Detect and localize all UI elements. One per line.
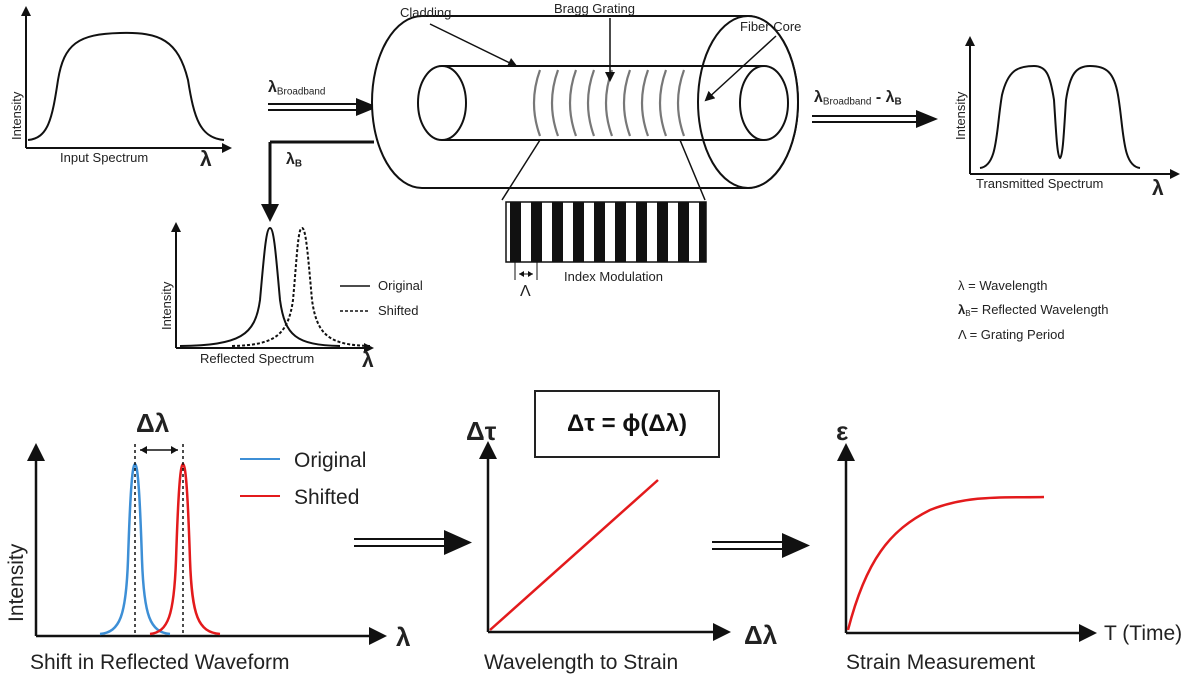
bragg-grating-label: Bragg Grating bbox=[554, 1, 635, 16]
reflected-original-curve bbox=[179, 226, 341, 347]
transmitted-spectrum-plot bbox=[965, 36, 1180, 179]
definition-reflected-wavelength: λB= Reflected Wavelength bbox=[958, 302, 1109, 318]
index-modulation bbox=[505, 201, 707, 280]
broadband-arrow bbox=[268, 98, 378, 116]
broadband-arrow-label: λBroadband bbox=[268, 79, 326, 98]
input-axis-x-label: Input Spectrum bbox=[60, 150, 149, 165]
measurement-caption: Strain Measurement bbox=[846, 651, 1036, 674]
strain-measurement-curve bbox=[846, 495, 1045, 631]
shift-plot bbox=[27, 443, 387, 645]
reflected-small-plot bbox=[171, 222, 374, 353]
shift-axis-y-label: Intensity bbox=[5, 543, 28, 622]
transmitted-spectrum-curve bbox=[979, 64, 1141, 169]
reflected-lambda-label: λ bbox=[362, 349, 374, 372]
reflected-arrow bbox=[261, 140, 374, 222]
shift-axis-x-label: λ bbox=[396, 622, 411, 652]
input-lambda-label: λ bbox=[200, 148, 212, 171]
shift-legend-shifted: Shifted bbox=[294, 486, 360, 509]
strain-plot bbox=[479, 441, 731, 641]
formula-box: Δτ = ϕ(Δλ) bbox=[534, 390, 720, 458]
reflected-arrow-label: λB bbox=[286, 151, 303, 170]
measurement-plot bbox=[837, 443, 1097, 642]
reflected-legend-original: Original bbox=[378, 278, 423, 293]
reflected-axis-x-label: Reflected Spectrum bbox=[200, 351, 315, 366]
flow-arrow-1 bbox=[354, 530, 472, 555]
fiber-core-label: Fiber Core bbox=[740, 19, 802, 34]
strain-axis-y-label: Δτ bbox=[466, 416, 497, 446]
input-axis-y-label: Intensity bbox=[9, 91, 24, 140]
cladding-pointer bbox=[429, 23, 518, 67]
shift-caption: Shift in Reflected Waveform bbox=[30, 651, 290, 674]
input-spectrum-curve bbox=[27, 31, 225, 141]
core-pointer bbox=[704, 35, 777, 102]
flow-arrow-2 bbox=[712, 533, 810, 558]
measurement-axis-x-label: T (Time) bbox=[1104, 622, 1183, 645]
shift-shifted-curve bbox=[149, 462, 221, 636]
transmitted-axis-x-label: Transmitted Spectrum bbox=[976, 176, 1104, 191]
transmitted-arrow-label: λBroadband - λB bbox=[814, 89, 902, 108]
grating-period-symbol: Λ bbox=[520, 283, 531, 300]
formula-text: Δτ = ϕ(Δλ) bbox=[567, 410, 687, 437]
reflected-shifted-curve bbox=[231, 226, 371, 347]
reflected-legend-shifted: Shifted bbox=[378, 303, 419, 318]
core-right-end bbox=[739, 65, 789, 141]
delta-lambda-label: Δλ bbox=[136, 408, 170, 438]
fiber-assembly bbox=[371, 15, 799, 201]
definition-wavelength: λ = Wavelength bbox=[958, 278, 1048, 293]
bragg-grating-lines bbox=[532, 69, 686, 137]
definition-grating-period: Λ = Grating Period bbox=[958, 327, 1065, 342]
transmitted-lambda-label: λ bbox=[1152, 177, 1164, 200]
transmitted-arrow bbox=[812, 110, 938, 128]
input-spectrum-plot bbox=[21, 6, 232, 153]
index-modulation-label: Index Modulation bbox=[564, 269, 664, 284]
core-body bbox=[442, 65, 764, 141]
shift-legend-original: Original bbox=[294, 449, 367, 472]
reflected-axis-y-label: Intensity bbox=[159, 281, 174, 330]
strain-axis-x-label: Δλ bbox=[744, 620, 778, 650]
strain-caption: Wavelength to Strain bbox=[484, 651, 679, 674]
cladding-label: Cladding bbox=[400, 5, 452, 20]
measurement-axis-y-label: ε bbox=[836, 416, 849, 446]
strain-linear-curve bbox=[489, 479, 659, 631]
transmitted-axis-y-label: Intensity bbox=[953, 91, 968, 140]
core-left-end bbox=[417, 65, 467, 141]
